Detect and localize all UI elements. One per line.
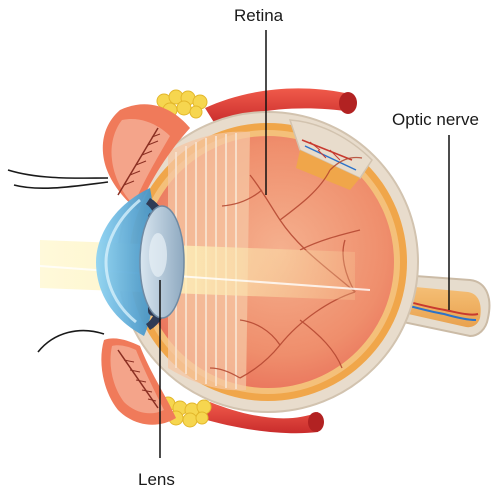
lens-highlight (149, 233, 167, 277)
lens-label: Lens (138, 471, 175, 488)
retina-label: Retina (234, 7, 283, 24)
optic-nerve-label: Optic nerve (392, 111, 479, 128)
